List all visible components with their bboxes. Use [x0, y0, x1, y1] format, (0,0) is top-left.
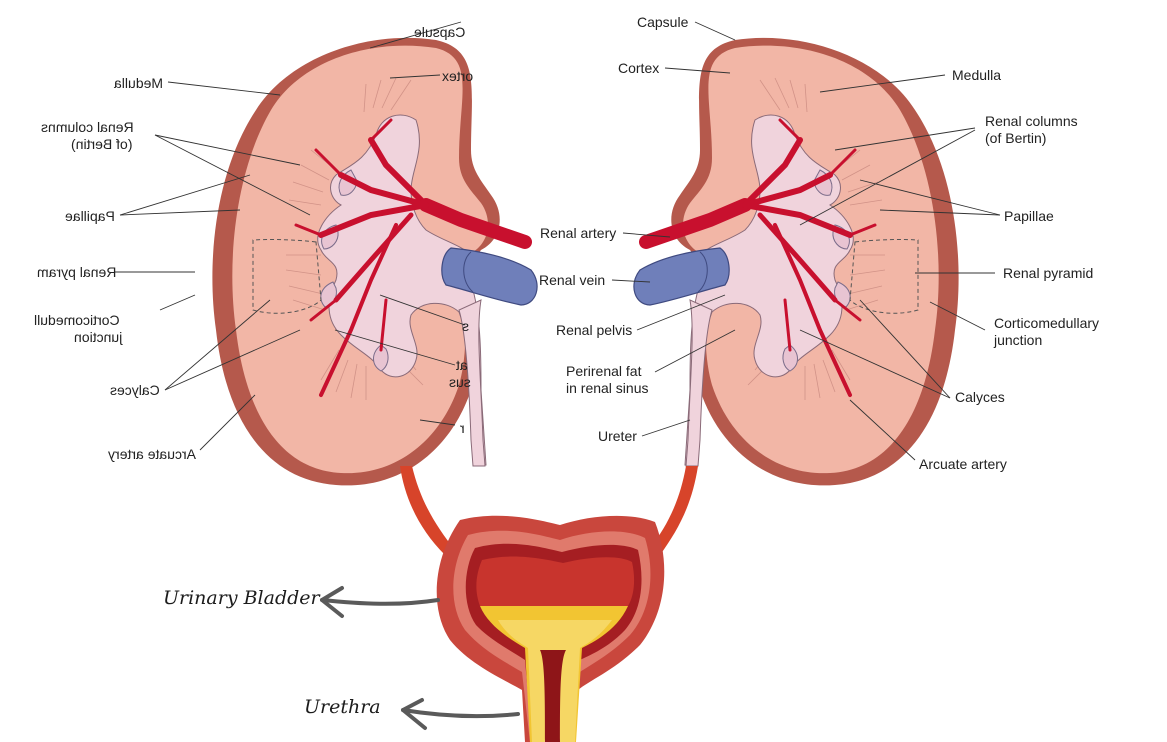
mirror-label-fragment-s: s: [462, 318, 469, 334]
label-renal-columns-1: Renal columns: [985, 113, 1078, 129]
label-renal-artery: Renal artery: [540, 225, 617, 241]
urethra-arrow: [401, 708, 520, 719]
label-medulla: Medulla: [952, 67, 1002, 83]
mirror-label-cortex: ortex: [442, 68, 474, 84]
label-papillae: Papillae: [1004, 208, 1054, 224]
mirror-label-fragment-r: r: [460, 420, 465, 436]
mirror-label-corticomedullary-2: junction: [74, 329, 123, 345]
mirror-label-capsule: Capsule: [414, 24, 466, 40]
caption-arrows: [320, 586, 520, 730]
bladder-arrow: [320, 598, 440, 606]
label-perirenal-1: Perirenal fat: [566, 363, 642, 379]
label-arcuate-artery: Arcuate artery: [919, 456, 1007, 472]
mirror-label-corticomedullary-1: Corticomedull: [34, 312, 120, 328]
mirror-label-fragment-at: at: [456, 357, 468, 373]
label-cortex: Cortex: [618, 60, 660, 76]
leader-lines: [115, 21, 1001, 461]
label-capsule: Capsule: [637, 14, 689, 30]
label-ureter: Ureter: [598, 428, 637, 444]
mirror-label-calyces: Calyces: [110, 382, 160, 398]
label-renal-columns-2: (of Bertin): [985, 130, 1047, 146]
urinary-bladder: [436, 515, 665, 742]
right-kidney: [634, 38, 959, 486]
mirror-label-fragment-sus: sus: [449, 374, 471, 390]
mirror-label-renal-pyramid: Renal pyram: [37, 264, 117, 280]
right-ureter-lower: [650, 466, 698, 555]
label-corticomedullary-1: Corticomedullary: [994, 315, 1100, 331]
mirror-label-medulla: Medulla: [114, 75, 164, 91]
mirror-label-papillae: Papillae: [65, 208, 115, 224]
label-renal-pelvis: Renal pelvis: [556, 322, 633, 338]
label-corticomedullary-2: junction: [994, 332, 1043, 348]
label-calyces: Calyces: [955, 389, 1005, 405]
urethra: [540, 650, 566, 742]
mirror-label-renal-columns-2: (of Bertin): [71, 136, 133, 152]
caption-urinary-bladder: Urinary Bladder: [163, 587, 320, 609]
mirror-label-arcuate-artery: Arcuate artery: [108, 446, 196, 462]
left-kidney: [212, 38, 537, 486]
label-renal-vein: Renal vein: [539, 272, 606, 288]
label-renal-pyramid: Renal pyramid: [1003, 265, 1094, 281]
left-ureter-lower: [400, 466, 455, 555]
label-perirenal-2: in renal sinus: [566, 380, 649, 396]
mirror-label-renal-columns-1: Renal columns: [41, 119, 134, 135]
caption-urethra: Urethra: [304, 696, 381, 718]
